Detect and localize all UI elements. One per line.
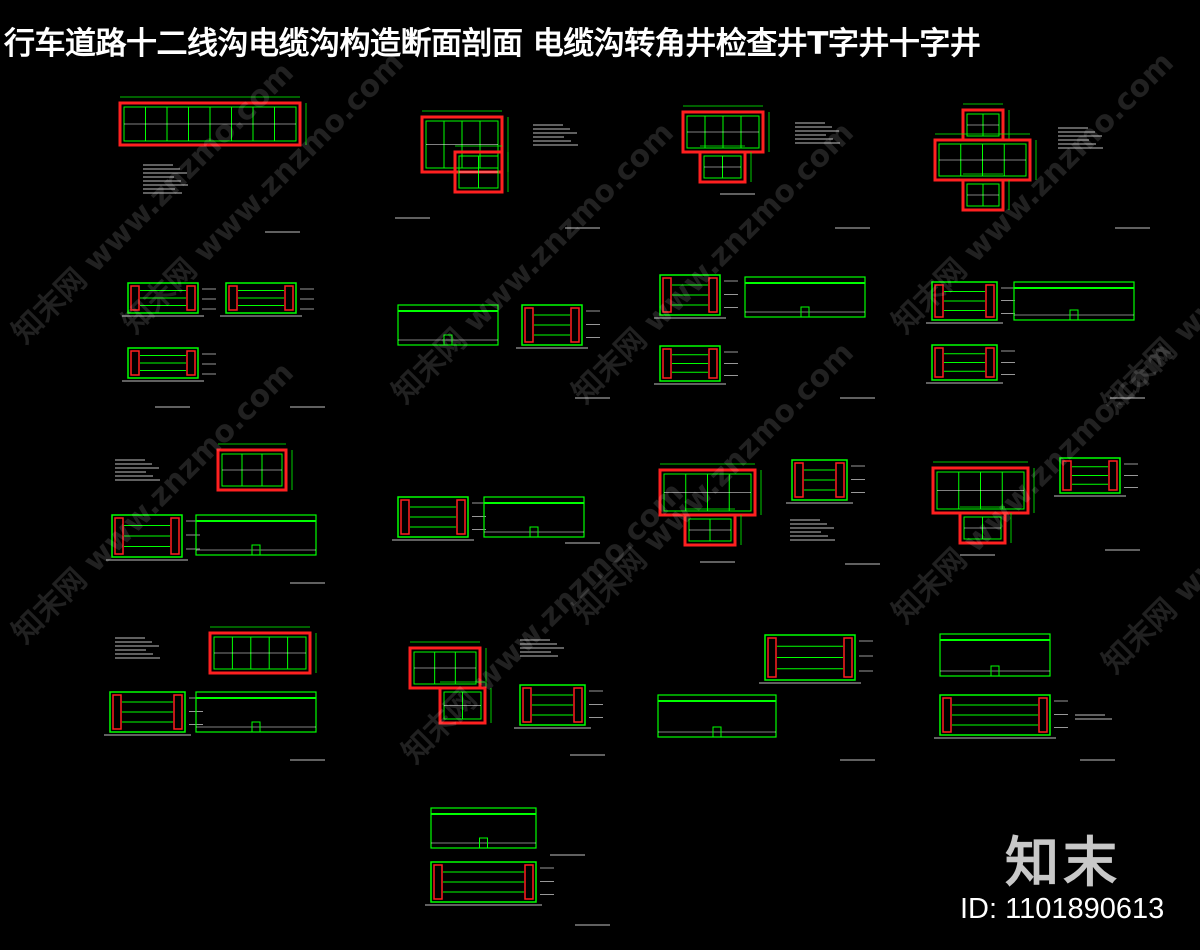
section-wall: [1062, 460, 1072, 491]
section-outline: [659, 345, 721, 382]
section-wall: [400, 499, 410, 535]
plan-outline: [961, 178, 1005, 212]
section-wall: [112, 694, 122, 730]
section-outline: [931, 344, 998, 381]
plan-outline: [438, 686, 487, 725]
section-wall: [570, 307, 580, 343]
section-wall: [767, 637, 777, 678]
section-outline: [931, 281, 998, 321]
section-wall: [1038, 697, 1048, 733]
sump: [443, 334, 453, 346]
plan-outline: [698, 150, 747, 184]
section-outline: [127, 347, 199, 379]
section-wall: [1108, 460, 1118, 491]
section-wall: [130, 285, 140, 311]
section-outline: [519, 684, 586, 726]
section-wall: [662, 277, 672, 313]
section-outline: [127, 282, 199, 314]
sump: [479, 837, 488, 849]
section-wall: [522, 687, 532, 723]
section-wall: [934, 347, 944, 378]
section-wall: [835, 462, 845, 498]
section-wall: [985, 284, 995, 318]
section-wall: [985, 347, 995, 378]
section-wall: [170, 517, 180, 555]
plan-outline: [453, 150, 504, 194]
image-id: ID: 1101890613: [960, 893, 1165, 925]
section-outline: [1059, 457, 1121, 494]
plan-outline: [216, 448, 288, 492]
section-wall: [708, 277, 718, 313]
plan-outline: [683, 513, 737, 547]
section-wall: [114, 517, 124, 555]
section-wall: [843, 637, 853, 678]
section-wall: [173, 694, 183, 730]
section-wall: [934, 284, 944, 318]
section-wall: [524, 864, 534, 900]
section-wall: [456, 499, 466, 535]
section-wall: [130, 350, 140, 376]
section-outline: [659, 274, 721, 316]
section-outline: [111, 514, 183, 558]
section-wall: [573, 687, 583, 723]
sump: [1069, 309, 1079, 321]
section-outline: [397, 496, 469, 538]
section-outline: [521, 304, 583, 346]
sump: [529, 526, 539, 538]
section-wall: [433, 864, 443, 900]
section-wall: [794, 462, 804, 498]
section-wall: [662, 348, 672, 379]
section-outline: [791, 459, 848, 501]
section-outline: [430, 861, 537, 903]
plan-outline: [118, 101, 302, 147]
sump: [712, 726, 722, 738]
plan-outline: [958, 511, 1007, 545]
sump: [251, 544, 261, 556]
plan-outline: [208, 631, 312, 675]
section-outline: [225, 282, 297, 314]
sump: [990, 665, 1000, 677]
section-outline: [764, 634, 856, 681]
section-wall: [708, 348, 718, 379]
sump: [251, 721, 261, 733]
section-wall: [942, 697, 952, 733]
section-outline: [109, 691, 186, 733]
sump: [800, 306, 810, 318]
section-wall: [284, 285, 294, 311]
page-title: 行车道路十二线沟电缆沟构造断面剖面 电缆沟转角井检查井T字井十字井: [4, 26, 981, 62]
section-outline: [939, 694, 1051, 736]
section-wall: [228, 285, 238, 311]
section-wall: [186, 350, 196, 376]
brand-logo: 知末: [1005, 831, 1121, 894]
section-wall: [524, 307, 534, 343]
section-wall: [186, 285, 196, 311]
